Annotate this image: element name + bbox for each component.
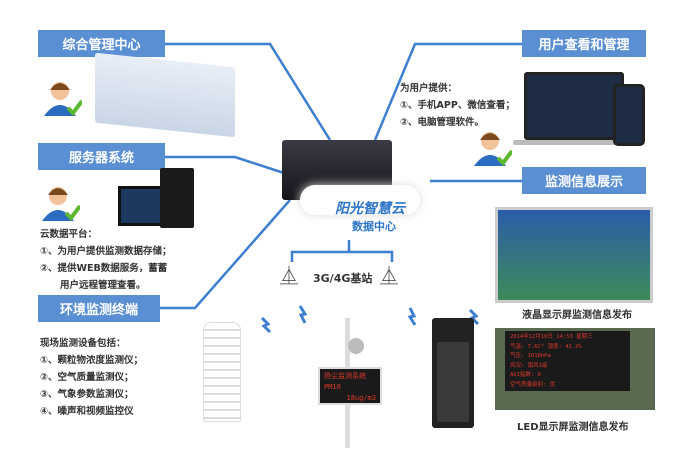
led-line: 气温: 7.6C° 湿度: 42.2% (510, 343, 582, 350)
laptop-base (513, 140, 637, 145)
led-caption: LED显示屏监测信息发布 (517, 422, 629, 433)
terminal-item: ③、气象参数监测仪； (40, 389, 134, 400)
led-line: 2014年12月10日 14:53 星期三 (510, 334, 593, 340)
user-item: ②、电脑管理软件。 (400, 117, 485, 128)
laptop-app-image (524, 72, 624, 140)
led-line: 空气质量级别: 优 (510, 381, 556, 388)
dust-sign-line: 18ug/m3 (346, 394, 376, 402)
data-center-label: 数据中心 (352, 220, 396, 233)
led-line: 气压: 1018hPa (510, 353, 551, 359)
led-line: 风况: 南风1级 (510, 362, 548, 369)
user-avatar-icon (40, 183, 82, 223)
server-system-header: 服务器系统 (38, 143, 165, 170)
terminal-item: ①、颗粒物浓度监测仪； (40, 355, 144, 366)
brand-name: 阳光智慧云 (335, 201, 405, 217)
terminal-intro: 现场监测设备包括： (40, 338, 126, 349)
lcd-screen-image (495, 207, 653, 303)
led-photo: 2014年12月10日 14:53 星期三 气温: 7.6C° 湿度: 42.2… (495, 328, 655, 410)
monitoring-terminal-device (432, 318, 474, 428)
user-avatar-icon (42, 78, 84, 118)
led-line: AQI指数: 0 (510, 372, 541, 378)
server-tower-image (160, 168, 194, 228)
user-avatar-icon (472, 128, 514, 168)
info-display-header: 监测信息展示 (522, 167, 646, 194)
camera-icon (348, 338, 364, 354)
antenna-tower-icon: ⏅ (380, 266, 398, 287)
server-intro: 云数据平台： (40, 229, 98, 240)
dust-sign-line: PM10 (324, 383, 341, 391)
management-software-screens (95, 52, 235, 138)
weather-sensor-image (203, 322, 241, 422)
user-intro: 为用户提供： (400, 83, 458, 94)
wireless-signals (260, 305, 480, 334)
terminal-item: ④、噪声和视频监控仪 (40, 406, 134, 417)
terminal-item: ②、空气质量监测仪； (40, 372, 134, 383)
server-item: ①、为用户提供监测数据存储； (40, 246, 172, 257)
management-center-header: 综合管理中心 (38, 30, 165, 57)
terminal-header: 环境监测终端 (38, 295, 160, 322)
phone-app-image (613, 84, 645, 146)
cloud-icon (300, 185, 420, 215)
lcd-caption: 液晶显示屏监测信息发布 (522, 310, 632, 321)
server-item: ②、提供WEB数据服务，蓄蓄 (40, 263, 168, 274)
dust-sign-line: 扬尘监测系统 (324, 372, 366, 380)
user-management-header: 用户查看和管理 (522, 30, 646, 57)
antenna-tower-icon: ⏅ (280, 266, 298, 287)
server-item: 用户远程管理查看。 (60, 280, 146, 291)
user-item: ①、手机APP、微信查看； (400, 100, 515, 111)
dust-led-sign: 扬尘监测系统 PM10 18ug/m3 (318, 367, 382, 405)
base-station-label: 3G/4G基站 (313, 272, 373, 285)
